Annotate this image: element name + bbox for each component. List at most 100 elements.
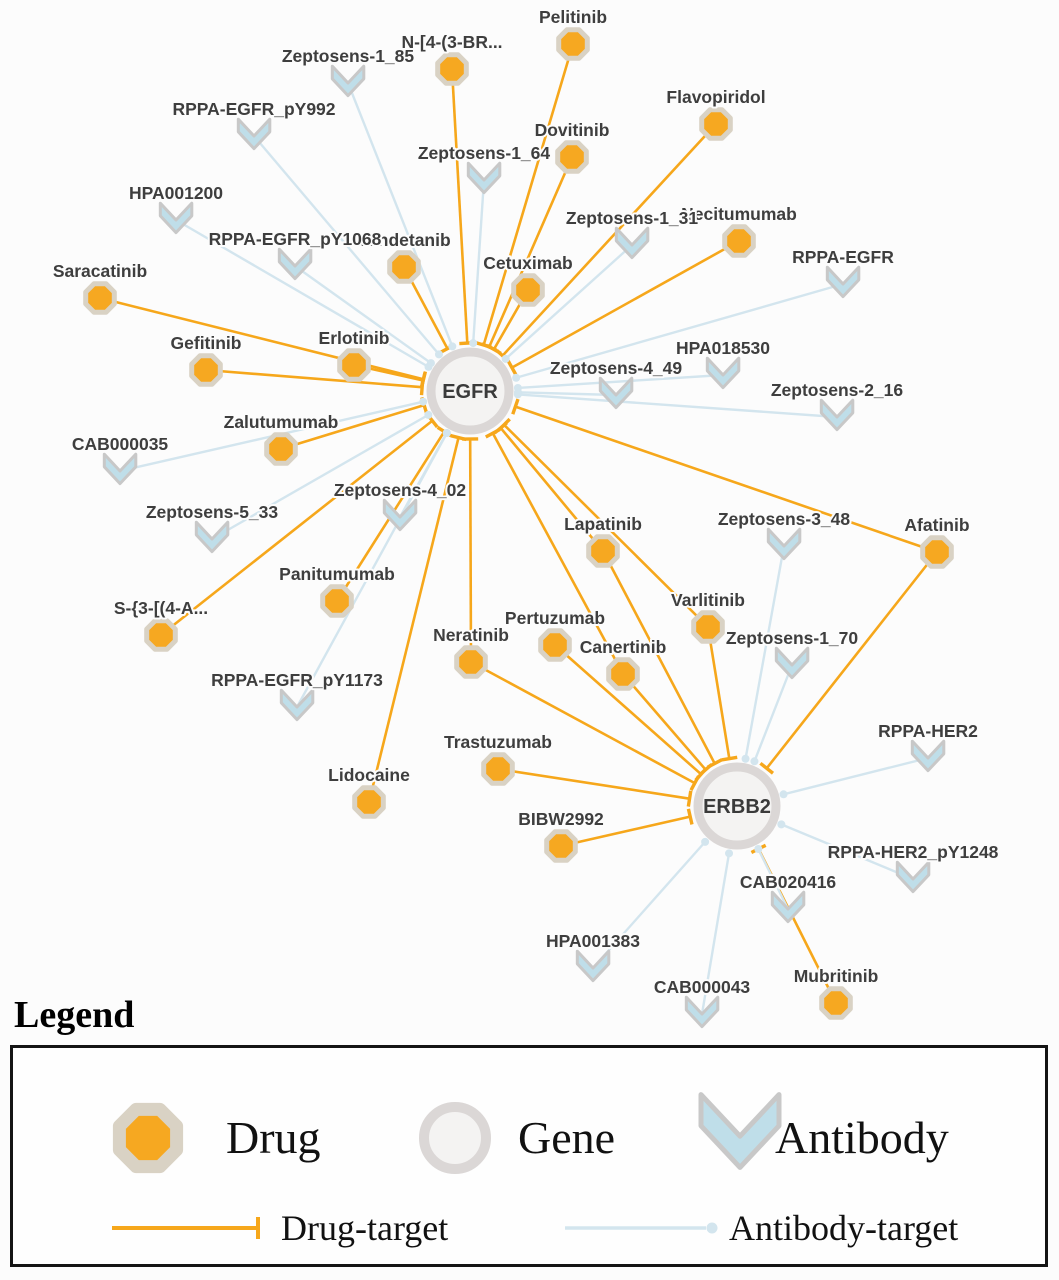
node-label-lidocaine: Lidocaine xyxy=(328,765,410,785)
node-label-pertuzumab: Pertuzumab xyxy=(505,608,605,628)
node-hpa001383[interactable]: HPA001383 xyxy=(544,929,642,983)
node-label-mubritinib: Mubritinib xyxy=(794,966,879,986)
node-label-erlotinib: Erlotinib xyxy=(319,328,390,348)
node-label-cab000043: CAB000043 xyxy=(654,977,751,997)
node-label-rppa-her2: RPPA-HER2 xyxy=(878,721,978,741)
edge-zeptosens-2-16-egfr xyxy=(513,390,838,419)
node-label-saracatinib: Saracatinib xyxy=(53,261,147,281)
node-label-zeptosens-1-85: Zeptosens-1_85 xyxy=(282,46,415,66)
legend-drug-target-label: Drug-target xyxy=(281,1208,449,1248)
drug-node-icon xyxy=(112,1102,184,1174)
edge-rppa-her2-erbb2 xyxy=(779,756,929,799)
node-cetuximab[interactable]: Cetuximab xyxy=(481,251,575,307)
node-s-3-4-a[interactable]: S-{3-[(4-A... xyxy=(112,596,210,652)
node-pertuzumab[interactable]: Pertuzumab xyxy=(503,606,607,662)
node-zeptosens-2-16[interactable]: Zeptosens-2_16 xyxy=(769,378,905,432)
edge-zeptosens-1-64-egfr xyxy=(469,179,486,348)
node-label-hpa018530: HPA018530 xyxy=(676,338,770,358)
node-pelitinib[interactable]: Pelitinib xyxy=(537,5,609,61)
node-cab000035[interactable]: CAB000035 xyxy=(70,432,170,486)
edge-varlitinib-egfr xyxy=(497,417,709,628)
node-label-hpa001200: HPA001200 xyxy=(129,183,223,203)
node-zeptosens-1-85[interactable]: Zeptosens-1_85 xyxy=(280,44,416,98)
node-label-rppa-her2-py1248: RPPA-HER2_pY1248 xyxy=(828,842,999,862)
node-egfr[interactable]: EGFR xyxy=(426,347,514,435)
node-panitumumab[interactable]: Panitumumab xyxy=(277,562,397,618)
node-necitumumab[interactable]: Necitumumab xyxy=(679,202,799,258)
node-label-afatinib: Afatinib xyxy=(904,515,969,535)
edge-zeptosens-5-33-egfr xyxy=(211,410,433,541)
node-rppa-her2[interactable]: RPPA-HER2 xyxy=(876,719,980,773)
node-label-zeptosens-4-49: Zeptosens-4_49 xyxy=(550,358,683,378)
node-hpa018530[interactable]: HPA018530 xyxy=(674,336,772,390)
edge-n-4-3-br-egfr xyxy=(450,68,476,346)
edge-afatinib-erbb2 xyxy=(759,551,939,775)
edge-varlitinib-erbb2 xyxy=(706,626,738,762)
node-lapatinib[interactable]: Lapatinib xyxy=(562,512,644,568)
node-label-hpa001383: HPA001383 xyxy=(546,931,640,951)
node-label-bibw2992: BIBW2992 xyxy=(518,809,604,829)
legend-antibody-target-label: Antibody-target xyxy=(729,1208,959,1248)
node-label-cab020416: CAB020416 xyxy=(740,872,837,892)
node-erbb2[interactable]: ERBB2 xyxy=(693,762,781,850)
node-zeptosens-1-64[interactable]: Zeptosens-1_64 xyxy=(416,141,552,195)
node-canertinib[interactable]: Canertinib xyxy=(578,635,668,691)
node-rppa-egfr[interactable]: RPPA-EGFR xyxy=(790,245,896,299)
node-label-zeptosens-1-64: Zeptosens-1_64 xyxy=(418,143,551,163)
node-label-zeptosens-1-31: Zeptosens-1_31 xyxy=(566,208,699,228)
edge-necitumumab-egfr xyxy=(506,239,740,376)
node-label-zeptosens-1-70: Zeptosens-1_70 xyxy=(726,628,859,648)
edge-trastuzumab-erbb2 xyxy=(497,767,693,807)
node-varlitinib[interactable]: Varlitinib xyxy=(669,588,747,644)
node-zeptosens-1-31[interactable]: Zeptosens-1_31 xyxy=(564,206,700,260)
node-rppa-egfr-py992[interactable]: RPPA-EGFR_pY992 xyxy=(170,97,338,151)
node-label-vandetanib: Vandetanib xyxy=(357,230,450,250)
node-zeptosens-3-48[interactable]: Zeptosens-3_48 xyxy=(716,507,852,561)
node-erlotinib[interactable]: Erlotinib xyxy=(317,326,391,382)
node-label-rppa-egfr-py1068: RPPA-EGFR_pY1068 xyxy=(209,229,382,249)
node-mubritinib[interactable]: Mubritinib xyxy=(792,964,880,1020)
network-canvas: EGFR ERBB2 Pelitinib N-[4-(3-BR... Flavopiri… xyxy=(51,5,1001,1029)
node-afatinib[interactable]: Afatinib xyxy=(902,513,972,569)
node-flavopiridol[interactable]: Flavopiridol xyxy=(664,85,768,141)
node-label-flavopiridol: Flavopiridol xyxy=(666,87,765,107)
edge-pertuzumab-erbb2 xyxy=(554,644,708,782)
node-cab020416[interactable]: CAB020416 xyxy=(738,870,838,924)
node-hpa001200[interactable]: HPA001200 xyxy=(127,181,225,235)
node-zeptosens-4-02[interactable]: Zeptosens-4_02 xyxy=(332,478,468,532)
legend-antibody-label: Antibody xyxy=(775,1112,949,1163)
node-cab000043[interactable]: CAB000043 xyxy=(652,975,752,1029)
drug-target-line-icon xyxy=(112,1217,260,1239)
node-label-zeptosens-4-02: Zeptosens-4_02 xyxy=(334,480,467,500)
node-rppa-her2-py1248[interactable]: RPPA-HER2_pY1248 xyxy=(826,840,1001,894)
node-zeptosens-5-33[interactable]: Zeptosens-5_33 xyxy=(144,500,280,554)
node-gefitinib[interactable]: Gefitinib xyxy=(169,331,243,387)
node-label-dovitinib: Dovitinib xyxy=(535,120,610,140)
edge-canertinib-egfr xyxy=(484,427,625,675)
node-rppa-egfr-py1068[interactable]: RPPA-EGFR_pY1068 xyxy=(207,227,384,281)
edge-cab020416-erbb2 xyxy=(754,845,790,910)
node-trastuzumab[interactable]: Trastuzumab xyxy=(442,730,554,786)
edge-rppa-egfr-py1173-egfr xyxy=(295,429,451,708)
gene-node-icon xyxy=(419,1102,491,1174)
node-neratinib[interactable]: Neratinib xyxy=(431,623,511,679)
node-lidocaine[interactable]: Lidocaine xyxy=(326,763,412,819)
node-rppa-egfr-py1173[interactable]: RPPA-EGFR_pY1173 xyxy=(209,668,385,722)
node-zalutumumab[interactable]: Zalutumumab xyxy=(222,410,340,466)
node-vandetanib[interactable]: Vandetanib xyxy=(355,228,453,284)
node-label-neratinib: Neratinib xyxy=(433,625,509,645)
node-n-4-3-br[interactable]: N-[4-(3-BR... xyxy=(399,30,505,86)
node-dovitinib[interactable]: Dovitinib xyxy=(533,118,611,174)
node-zeptosens-4-49[interactable]: Zeptosens-4_49 xyxy=(548,356,684,410)
node-label-rppa-egfr: RPPA-EGFR xyxy=(792,247,894,267)
node-label-necitumumab: Necitumumab xyxy=(681,204,797,224)
node-label-gefitinib: Gefitinib xyxy=(171,333,242,353)
node-bibw2992[interactable]: BIBW2992 xyxy=(516,807,606,863)
node-zeptosens-1-70[interactable]: Zeptosens-1_70 xyxy=(724,626,860,680)
antibody-target-line-icon xyxy=(565,1222,718,1234)
node-label-trastuzumab: Trastuzumab xyxy=(444,732,552,752)
antibody-node-icon xyxy=(698,1092,782,1170)
node-saracatinib[interactable]: Saracatinib xyxy=(51,259,149,315)
node-label-lapatinib: Lapatinib xyxy=(564,514,642,534)
